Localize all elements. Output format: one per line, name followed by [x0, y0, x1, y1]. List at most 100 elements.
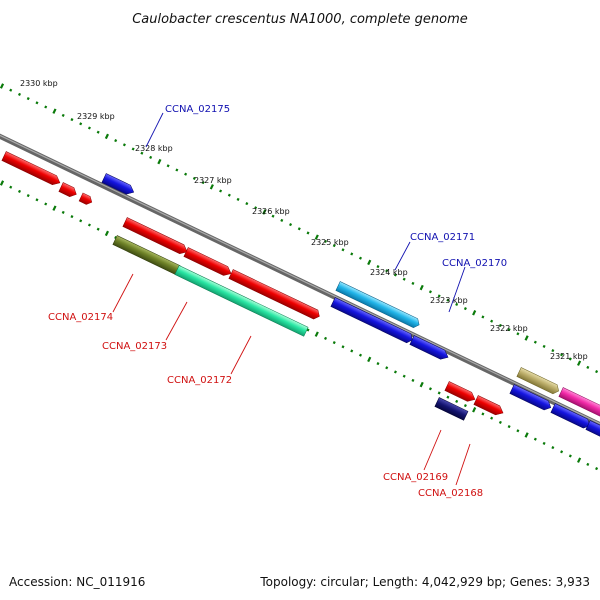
genome-backbone-highlight [0, 134, 600, 425]
minor-tick [79, 122, 83, 126]
minor-tick [498, 323, 502, 327]
minor-tick [61, 210, 65, 214]
gene-feature[interactable] [585, 420, 600, 439]
major-tick [52, 108, 57, 114]
minor-tick [35, 101, 39, 105]
gene-label-ccna-02173[interactable]: CCNA_02173 [102, 341, 167, 352]
minor-tick [507, 425, 511, 429]
minor-tick [498, 420, 502, 424]
minor-tick [463, 404, 467, 408]
major-tick [367, 356, 372, 363]
minor-tick [26, 194, 30, 198]
minor-tick [533, 340, 537, 344]
minor-tick [385, 366, 389, 370]
gene-feature[interactable] [434, 397, 469, 421]
major-tick [262, 209, 267, 215]
gene-label-ccna-02169[interactable]: CCNA_02169 [383, 472, 448, 483]
accession-text: Accession: NC_011916 [9, 575, 145, 589]
gene-label-ccna-02175[interactable]: CCNA_02175 [165, 104, 230, 115]
scale-label: 2321 kbp [550, 352, 588, 361]
gene-feature[interactable] [174, 265, 309, 337]
gene-feature[interactable] [473, 395, 505, 417]
gene-labels: CCNA_02175 CCNA_02171 CCNA_02170 CCNA_02… [48, 104, 507, 499]
scale-label: 2324 kbp [370, 268, 408, 277]
minor-tick [35, 198, 39, 202]
minor-tick [437, 391, 441, 395]
gene-feature[interactable] [509, 384, 553, 412]
minor-tick [463, 307, 467, 311]
minor-tick [455, 302, 459, 306]
gene-feature[interactable] [183, 247, 233, 278]
minor-tick [9, 185, 13, 189]
gene-feature[interactable] [78, 192, 94, 206]
gene-label-ccna-02172[interactable]: CCNA_02172 [167, 375, 232, 386]
minor-tick [341, 248, 345, 252]
minor-tick [122, 143, 126, 147]
minor-tick [393, 370, 397, 374]
minor-tick [280, 218, 284, 222]
minor-tick [26, 97, 30, 101]
major-tick [0, 83, 5, 89]
gene-feature[interactable] [58, 182, 79, 198]
scale-label: 2330 kbp [20, 79, 58, 88]
minor-tick [70, 215, 74, 219]
gene-feature[interactable] [122, 217, 190, 256]
gene-feature[interactable] [409, 335, 450, 361]
minor-tick [96, 130, 100, 134]
minor-tick [70, 118, 74, 122]
minor-tick [324, 239, 328, 243]
scale-label: 2328 kbp [135, 144, 173, 153]
gene-feature[interactable] [228, 269, 322, 320]
gene-label-ccna-02174[interactable]: CCNA_02174 [48, 312, 113, 323]
minor-tick [341, 345, 345, 349]
minor-tick [560, 450, 564, 454]
major-tick [577, 360, 582, 366]
minor-tick [376, 362, 380, 366]
gene-feature[interactable] [444, 381, 477, 403]
major-tick [472, 407, 477, 413]
major-tick [314, 331, 319, 337]
gene-feature[interactable] [335, 281, 421, 329]
major-tick [524, 335, 529, 341]
map-title: Caulobacter crescentus NA1000, complete … [132, 12, 468, 27]
major-tick [52, 205, 57, 211]
gene-label-ccna-02171[interactable]: CCNA_02171 [410, 232, 475, 243]
minor-tick [595, 370, 599, 374]
minor-tick [61, 113, 65, 117]
minor-tick [245, 202, 249, 206]
genome-backbone [0, 133, 600, 428]
gene-label-ccna-02170[interactable]: CCNA_02170 [442, 258, 507, 269]
minor-tick [289, 223, 293, 227]
gene-feature[interactable] [330, 297, 415, 344]
gene-feature[interactable] [1, 151, 62, 187]
minor-tick [149, 155, 153, 159]
minor-tick [551, 446, 555, 450]
minor-tick [332, 244, 336, 248]
minor-tick [516, 429, 520, 433]
minor-tick [324, 336, 328, 340]
scale-labels: 2330 kbp 2329 kbp 2328 kbp 2327 kbp 2326… [20, 79, 588, 361]
scale-label: 2322 kbp [490, 324, 528, 333]
minor-tick [131, 147, 135, 151]
gene-feature[interactable] [101, 173, 136, 196]
genome-summary-text: Topology: circular; Length: 4,042,929 bp… [259, 575, 590, 589]
gene-label-ccna-02168[interactable]: CCNA_02168 [418, 488, 483, 499]
minor-tick [568, 357, 572, 361]
gene-feature[interactable] [550, 403, 592, 430]
major-tick [524, 432, 529, 438]
gene-feature[interactable] [558, 387, 600, 418]
minor-tick [358, 353, 363, 357]
minor-tick [446, 395, 450, 399]
gene-feature[interactable] [516, 367, 561, 395]
minor-tick [586, 462, 590, 466]
minor-tick [96, 227, 100, 231]
minor-tick [350, 252, 354, 256]
minor-tick [551, 349, 555, 353]
major-tick [157, 158, 162, 165]
label-leaders [112, 112, 471, 486]
major-tick [104, 230, 109, 237]
minor-tick [358, 256, 363, 260]
minor-tick [481, 315, 485, 319]
minor-tick [227, 193, 231, 197]
